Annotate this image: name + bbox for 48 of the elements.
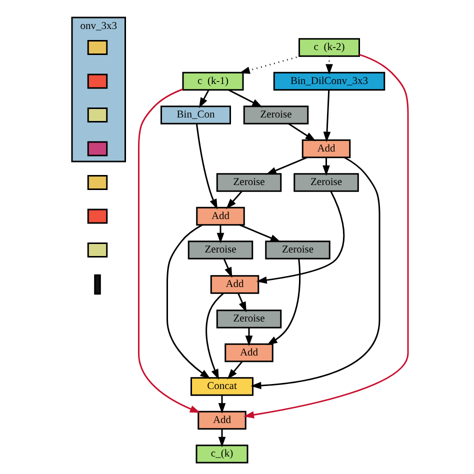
arrow [256, 190, 345, 284]
node-box: Zeroise [265, 240, 330, 260]
node-box [87, 40, 108, 55]
arrow [218, 429, 226, 448]
arrow [166, 224, 211, 379]
arrow [238, 292, 246, 312]
arrow [239, 224, 281, 242]
node-box: Bin_Con [160, 106, 231, 124]
node-box: Add [210, 275, 260, 294]
arrow [239, 55, 302, 74]
arrow [266, 258, 301, 346]
node-box: Concat [190, 377, 254, 396]
node-box: c (k-1) [182, 72, 244, 91]
node-box [87, 242, 108, 258]
arrow [322, 158, 330, 176]
arrow [216, 225, 224, 244]
arrow [323, 90, 331, 142]
arrow [288, 123, 316, 142]
arrow [196, 124, 218, 210]
node-box: Add [198, 410, 246, 430]
arrow [228, 89, 263, 108]
arrow [250, 156, 380, 390]
node-box: Add [196, 206, 245, 226]
arrow [206, 292, 224, 380]
arrow [227, 361, 243, 380]
node-box: Zeroise [294, 173, 359, 192]
arrow [198, 90, 210, 108]
node-box [87, 107, 108, 122]
node-box: Zeroise [216, 310, 282, 328]
node-box: c_(k) [196, 444, 248, 464]
node-box: Add [224, 343, 274, 362]
arrow [244, 54, 409, 418]
node-box [87, 208, 108, 224]
node-box [87, 74, 108, 89]
node-box: Zeroise [188, 240, 254, 260]
cluster: onv_3x3 [71, 16, 126, 162]
node-box: Zeroise [216, 173, 282, 192]
node-bar [94, 274, 101, 295]
node-box: Add [302, 139, 351, 158]
node-box: c (k-2) [298, 38, 360, 57]
node-box [87, 141, 108, 156]
node-box [87, 174, 108, 190]
node-box: Zeroise [243, 106, 309, 124]
arrow [226, 190, 242, 210]
arrow [223, 258, 232, 278]
node-box: Bin_DilConv_3x3 [273, 72, 386, 91]
arrow [138, 88, 200, 413]
arrow [266, 156, 308, 175]
